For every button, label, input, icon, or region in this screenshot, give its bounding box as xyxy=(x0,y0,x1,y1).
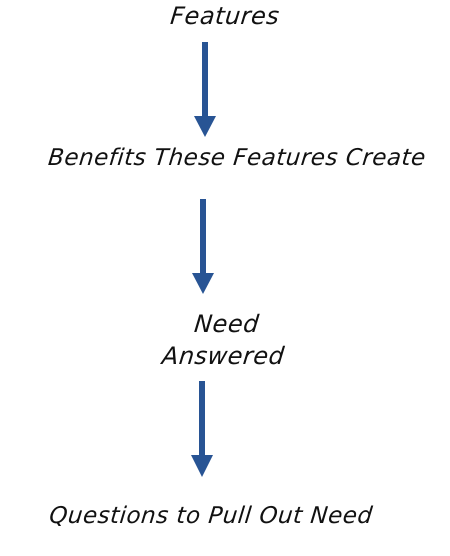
arrow-down-icon-3 xyxy=(191,381,213,477)
step-need-answered-label: Need Answered xyxy=(0,308,450,372)
arrow-down-icon-2 xyxy=(192,199,214,294)
step-features-label: Features xyxy=(168,2,281,30)
step-questions-label: Questions to Pull Out Need xyxy=(48,503,374,529)
step-need-line-2: Answered xyxy=(160,342,286,370)
arrow-down-icon-1 xyxy=(194,42,216,137)
step-benefits-label: Benefits These Features Create xyxy=(46,145,428,171)
step-need-line-1: Need xyxy=(192,310,261,338)
